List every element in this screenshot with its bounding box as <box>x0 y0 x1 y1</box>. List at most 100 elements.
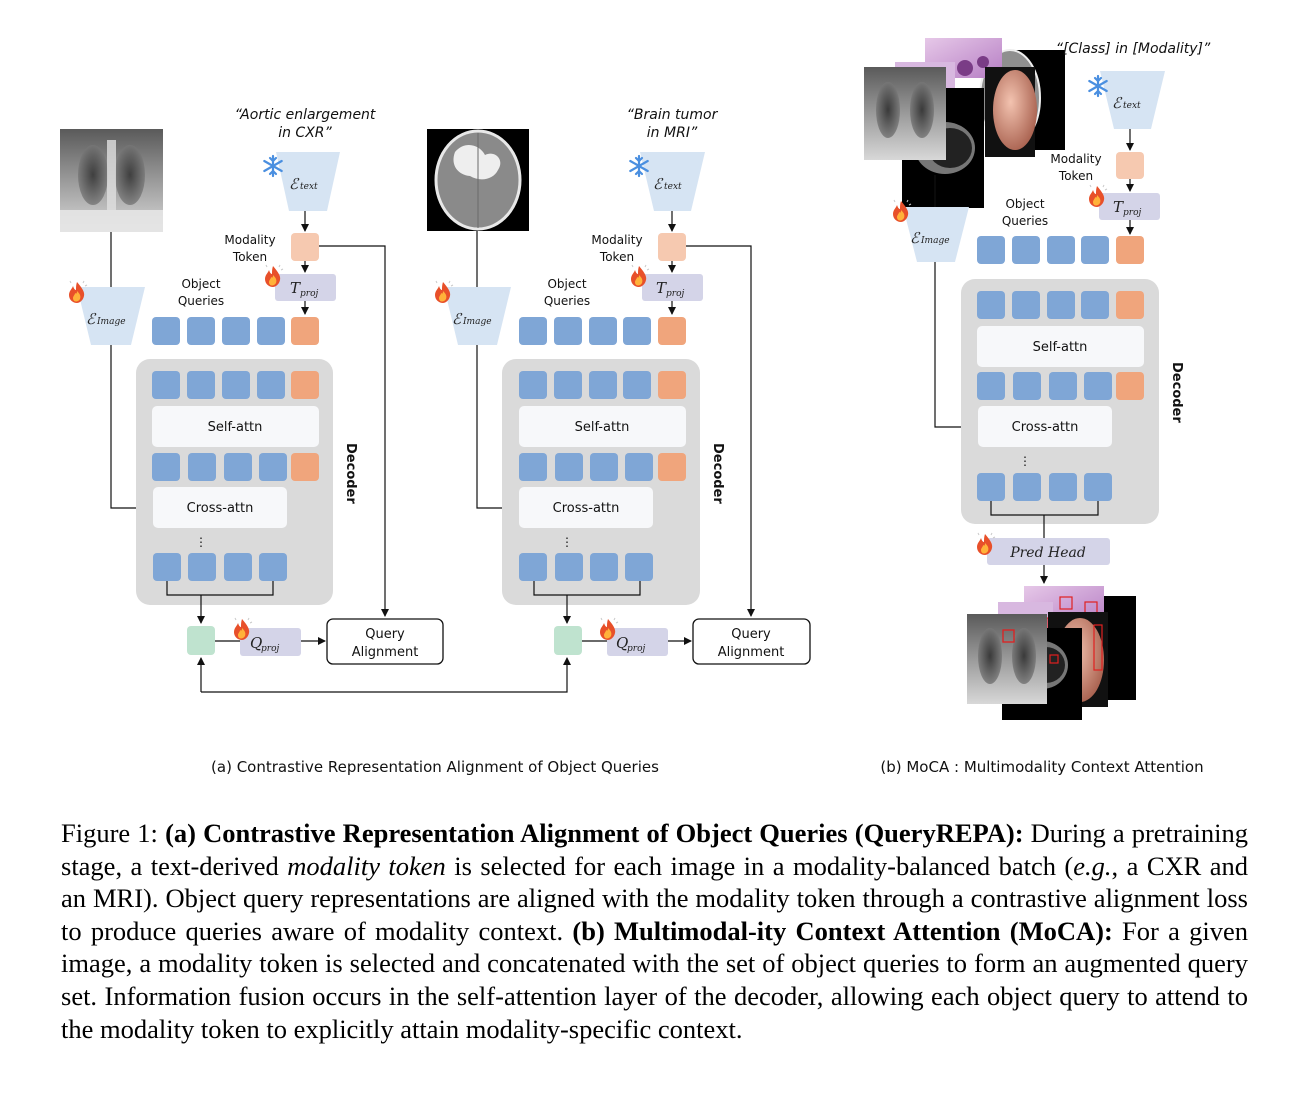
pooled-query-token <box>187 626 215 655</box>
object-queries-label-2: Queries <box>178 294 224 308</box>
brain-mri-image <box>427 129 529 231</box>
text-prompt-line2: in MRI” <box>647 125 698 141</box>
q-proj-symbol: Q <box>616 634 628 652</box>
image-encoder-subscript: Image <box>462 317 492 327</box>
text-encoder-subscript: text <box>664 182 682 192</box>
caption-prefix: Figure 1: <box>61 818 166 848</box>
t-proj-subscript: proj <box>300 289 318 299</box>
q-proj-symbol: Q <box>250 634 262 652</box>
query-token <box>1047 236 1075 264</box>
projected-modality-token <box>291 317 319 345</box>
text-prompt-line1: “Brain tumor <box>627 107 719 123</box>
caption-a-italic: modality token <box>287 850 446 881</box>
decoder: Self-attn Cross-attn ⋮ <box>136 359 333 605</box>
caption-a-text-2: is selected for each image in a modality… <box>445 850 1074 881</box>
modality-token-label: Modality <box>224 233 275 247</box>
text-encoder-subscript: text <box>1123 101 1141 111</box>
object-queries-label: Object <box>1005 197 1044 211</box>
text-prompt: “[Class] in [Modality]” <box>1056 41 1211 57</box>
query-alignment-label: Query <box>365 627 405 642</box>
object-queries <box>152 317 319 345</box>
panel-b-caption: (b) MoCA : Multimodality Context Attenti… <box>880 758 1203 776</box>
decoder-label: Decoder <box>1169 362 1184 423</box>
query-token <box>589 317 617 345</box>
ellipsis: ⋮ <box>195 535 207 549</box>
decoder-label: Decoder <box>343 443 358 504</box>
query-alignment-box: Query Alignment <box>326 618 444 665</box>
image-encoder-symbol: ℰ <box>86 310 97 328</box>
panel-a-branch-mri: ℰ Image “Brain tumor in MRI” ℰ text Moda… <box>427 107 811 665</box>
text-encoder-symbol: ℰ <box>1112 94 1123 112</box>
query-token <box>187 317 215 345</box>
cross-attn-label: Cross-attn <box>553 501 620 516</box>
object-queries-label: Object <box>181 277 220 291</box>
image-encoder-symbol: ℰ <box>452 310 463 328</box>
chest-xray-image <box>60 129 163 232</box>
t-proj-subscript: proj <box>1123 208 1141 218</box>
object-queries-label: Object <box>547 277 586 291</box>
query-alignment-box: Query Alignment <box>692 618 811 665</box>
query-token <box>1081 236 1109 264</box>
cross-attn-label: Cross-attn <box>187 501 254 516</box>
self-attn-block <box>977 326 1144 367</box>
query-token <box>257 317 285 345</box>
image-encoder-subscript: Image <box>920 236 950 246</box>
self-attn-label: Self-attn <box>1033 340 1088 355</box>
t-proj-subscript: proj <box>666 289 684 299</box>
decoder: Self-attn Cross-attn ⋮ <box>961 279 1159 524</box>
query-token <box>222 317 250 345</box>
query-alignment-label-2: Alignment <box>352 645 419 660</box>
figure-caption: Figure 1: (a) Contrastive Representation… <box>61 817 1248 1045</box>
t-proj-symbol: T <box>656 279 667 297</box>
cross-attn-block <box>978 406 1112 447</box>
query-token <box>519 317 547 345</box>
q-proj-subscript: proj <box>627 644 645 654</box>
query-token <box>977 236 1005 264</box>
cross-attn-label: Cross-attn <box>1012 420 1079 435</box>
modality-token-label-2: Token <box>232 250 267 264</box>
caption-b-title: (b) Multimodal-ity Context Attention (Mo… <box>572 915 1113 946</box>
panel-b-moca: ℰ Image “[Class] in [Modality]” ℰ text M… <box>864 38 1211 720</box>
text-encoder: ℰ text <box>640 152 705 211</box>
text-encoder-symbol: ℰ <box>289 175 300 193</box>
query-token <box>623 317 651 345</box>
modality-token <box>1116 152 1144 179</box>
query-token <box>1012 236 1040 264</box>
text-prompt-line2: in CXR” <box>278 125 332 141</box>
caption-a-text: During a pretraining stage, a text-deriv… <box>61 818 1248 881</box>
self-attn-label: Self-attn <box>208 420 263 435</box>
object-queries-label-2: Queries <box>1002 214 1048 228</box>
pred-head: Pred Head <box>987 538 1110 565</box>
t-proj: T proj <box>275 274 336 301</box>
caption-b-text: For a given image, a modality token is s… <box>61 915 1248 1044</box>
object-queries-label-2: Queries <box>544 294 590 308</box>
image-encoder-subscript: Image <box>96 317 126 327</box>
image-encoder: ℰ Image <box>77 287 145 345</box>
pred-head-label: Pred Head <box>1009 545 1086 561</box>
q-proj-subscript: proj <box>261 644 279 654</box>
pooled-query-token <box>554 626 582 655</box>
t-proj: T proj <box>642 274 703 301</box>
image-encoder: ℰ Image <box>444 287 511 345</box>
query-token <box>152 317 180 345</box>
panel-a-caption: (a) Contrastive Representation Alignment… <box>211 758 659 776</box>
cross-attn-block <box>519 487 653 528</box>
text-encoder: ℰ text <box>1100 71 1165 129</box>
object-queries <box>519 317 686 345</box>
caption-a-title: (a) Contrastive Representation Alignment… <box>165 818 1024 848</box>
ellipsis: ⋮ <box>1019 454 1031 468</box>
query-alignment-label-2: Alignment <box>718 645 785 660</box>
modality-token-label-2: Token <box>599 250 634 264</box>
panel-a-branch-cxr: ℰ Image “Aortic enlargement in CXR” ℰ te… <box>60 107 444 665</box>
t-proj-symbol: T <box>290 279 301 297</box>
decoder: Self-attn Cross-attn ⋮ <box>502 359 700 605</box>
caption-eg: e.g. <box>1073 850 1112 881</box>
decoder-label: Decoder <box>710 443 725 504</box>
t-proj: T proj <box>1099 193 1160 220</box>
query-alignment-label: Query <box>731 627 771 642</box>
augmented-query-set <box>977 236 1144 264</box>
self-attn-block <box>152 406 319 447</box>
modality-token-label: Modality <box>1050 152 1101 166</box>
predicted-detections-images <box>967 586 1136 720</box>
q-proj: Q proj <box>607 628 668 656</box>
